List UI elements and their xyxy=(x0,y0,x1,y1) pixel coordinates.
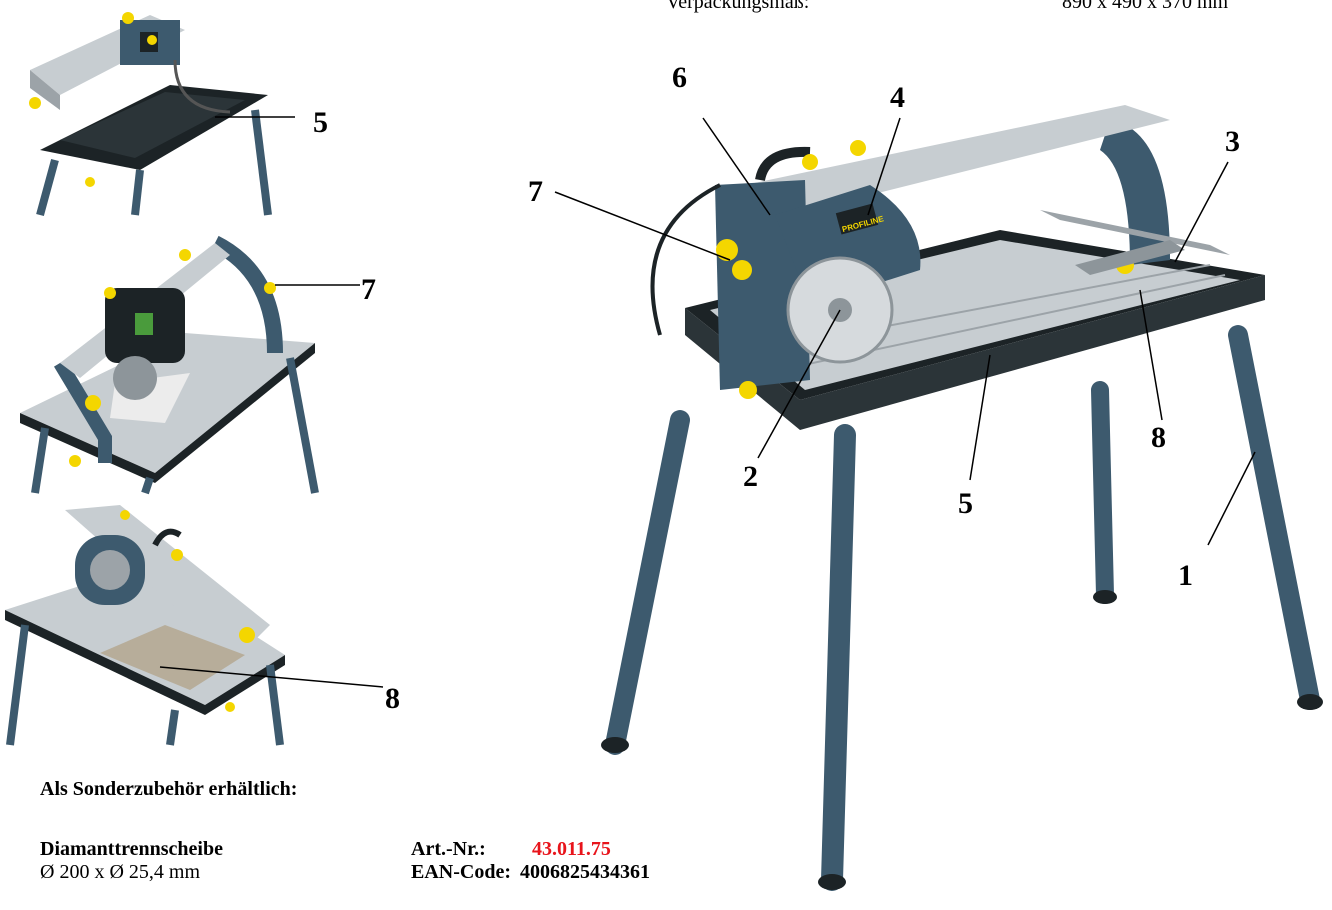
callout-4: 4 xyxy=(890,81,905,114)
accessories-heading: Als Sonderzubehör erhältlich: xyxy=(40,778,298,800)
saw-detail-image-middle xyxy=(20,235,360,495)
packing-size-label: Verpackungsmaß: xyxy=(666,0,810,13)
callout-1: 1 xyxy=(1178,559,1193,592)
tile-saw-main-image: PROFILINE xyxy=(601,105,1323,891)
saw-detail-image-bottom xyxy=(5,505,384,746)
callout-3: 3 xyxy=(1225,125,1240,158)
ean-value: 4006825434361 xyxy=(520,861,650,883)
packing-size-value: 890 x 490 x 370 mm xyxy=(1062,0,1229,13)
callout-small-bottom: 8 xyxy=(385,682,400,715)
callout-2: 2 xyxy=(743,460,758,493)
callout-small-top: 5 xyxy=(313,106,328,139)
accessory-size: Ø 200 x Ø 25,4 mm xyxy=(40,861,200,883)
callout-5: 5 xyxy=(958,487,973,520)
article-number-value: 43.011.75 xyxy=(532,838,611,860)
article-number-label: Art.-Nr.: xyxy=(411,838,486,860)
callout-small-middle: 7 xyxy=(361,273,376,306)
callout-8: 8 xyxy=(1151,421,1166,454)
accessory-name: Diamanttrennscheibe xyxy=(40,838,223,860)
callout-7: 7 xyxy=(528,175,543,208)
callout-6: 6 xyxy=(672,61,687,94)
saw-detail-image-top xyxy=(0,0,295,217)
ean-label: EAN-Code: xyxy=(411,861,511,883)
